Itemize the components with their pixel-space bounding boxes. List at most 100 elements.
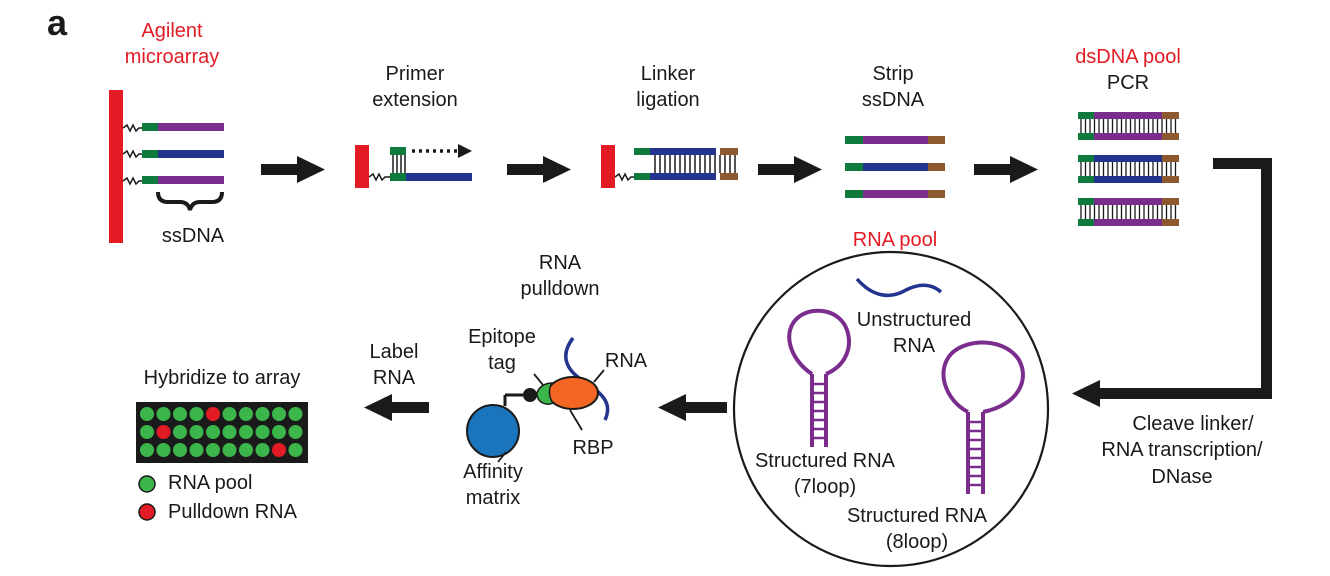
arrow-to-pulldown: [658, 394, 727, 421]
rna-pool: [732, 250, 1050, 568]
epitope-line1: Epitope: [468, 326, 536, 348]
step-microarray-line1: Agilent: [141, 20, 203, 42]
pool-dot: [173, 407, 187, 421]
ssdna-brace: [156, 191, 224, 211]
pool-dot: [255, 425, 270, 439]
unstructured-rna-strand: [855, 277, 943, 298]
pool-dot: [173, 425, 187, 439]
step-strip-line1: Strip: [872, 63, 914, 85]
arrow-to-array: [364, 394, 429, 421]
pool-dot: [288, 425, 303, 439]
linker-squiggles: [122, 123, 143, 186]
pool-dot: [239, 425, 253, 439]
pulldown-title-line2: pulldown: [520, 278, 600, 300]
dsdna-duplex: [1078, 112, 1179, 140]
epitope-line2: tag: [488, 352, 516, 374]
affinity-line1: Affinity: [463, 461, 523, 483]
rna-pool-circle: [732, 250, 1050, 568]
pool-dot: [288, 407, 303, 421]
pool-dot: [255, 407, 270, 421]
pool-dot: [206, 425, 220, 439]
pool-dot: [255, 443, 270, 457]
affinity-bead: [466, 404, 520, 458]
epitope-tag: [536, 382, 555, 405]
pool-dot: [222, 407, 237, 421]
legend-pool-label: RNA pool: [168, 472, 253, 494]
ssdna-strands: [142, 123, 224, 184]
structured8-line2: (8loop): [885, 531, 949, 553]
forward-arrows: [261, 156, 1038, 183]
hybridize-array: [136, 402, 308, 521]
cleave-line3: DNase: [1151, 466, 1213, 488]
cleave-line2: RNA transcription/: [1101, 439, 1263, 461]
array-slide: [109, 90, 123, 243]
pool-dot: [206, 443, 220, 457]
pool-dot: [222, 443, 237, 457]
pulldown-title-line1: RNA: [538, 252, 582, 274]
dsdna-duplex: [1078, 198, 1179, 226]
pool-dot: [189, 407, 204, 421]
microarray-graphic: [109, 90, 224, 243]
structured8-line1: Structured RNA: [846, 505, 988, 527]
pulldown-dot: [206, 407, 220, 421]
arrow-2: [507, 156, 571, 183]
arrow-1: [261, 156, 325, 183]
pool-dot: [189, 425, 204, 439]
pool-dot: [189, 443, 204, 457]
hairpin-7loop: [787, 308, 851, 447]
rbp-protein: [547, 376, 599, 410]
ssdna-label: ssDNA: [161, 225, 225, 247]
pool-dot: [288, 443, 303, 457]
pool-dot: [140, 425, 154, 439]
pool-dot: [156, 407, 171, 421]
pool-dot: [140, 407, 154, 421]
pool-dot: [272, 425, 286, 439]
step-primer-line2: extension: [372, 89, 458, 111]
dsdna-duplexes: [1078, 112, 1179, 226]
legend-dot-pulldown: [138, 503, 156, 521]
pool-dot: [222, 425, 237, 439]
hairpin-8loop: [941, 340, 1025, 494]
arrow-3: [758, 156, 822, 183]
pool-dot: [239, 407, 253, 421]
label-rna-line1: Label: [369, 341, 419, 363]
unstructured-line2: RNA: [892, 335, 936, 357]
rbp-label: RBP: [572, 437, 614, 459]
pool-dot: [173, 443, 187, 457]
pulldown-graphic: [466, 336, 610, 463]
rna-pool-title: RNA pool: [852, 229, 938, 251]
structured7-line1: Structured RNA: [754, 450, 896, 472]
bent-arrow: [1072, 158, 1272, 407]
pool-dot: [140, 443, 154, 457]
structured7-line2: (7loop): [793, 476, 857, 498]
pool-dot: [272, 407, 286, 421]
pool-dot: [239, 443, 253, 457]
step-microarray-line2: microarray: [124, 46, 220, 68]
step-strip-line2: ssDNA: [861, 89, 925, 111]
strip-ssdna-graphic: [845, 136, 945, 198]
primer-extension-graphic: [355, 144, 472, 188]
arrow-4: [974, 156, 1038, 183]
dsdna-duplex: [1078, 155, 1179, 183]
unstructured-line1: Unstructured: [856, 309, 972, 331]
label-rna-line2: RNA: [372, 367, 416, 389]
step-primer-line1: Primer: [385, 63, 445, 85]
legend-pulldown-label: Pulldown RNA: [168, 501, 297, 523]
step-dsdna-line2: PCR: [1106, 72, 1150, 94]
step-linker-line1: Linker: [640, 63, 696, 85]
affinity-line2: matrix: [465, 487, 521, 509]
panel-letter: a: [47, 2, 68, 43]
cleave-line1: Cleave linker/: [1132, 413, 1254, 435]
pool-dot: [156, 443, 171, 457]
legend-dot-pool: [138, 475, 156, 493]
step-linker-line2: ligation: [636, 89, 700, 111]
backward-arrows: [364, 394, 727, 421]
step-dsdna-line1: dsDNA pool: [1075, 46, 1181, 68]
array-dots: [140, 407, 303, 457]
linker-ligation-graphic: [601, 145, 738, 188]
pulldown-rna-label: RNA: [604, 350, 648, 372]
pulldown-dot: [272, 443, 286, 457]
hybridize-title: Hybridize to array: [143, 367, 301, 389]
